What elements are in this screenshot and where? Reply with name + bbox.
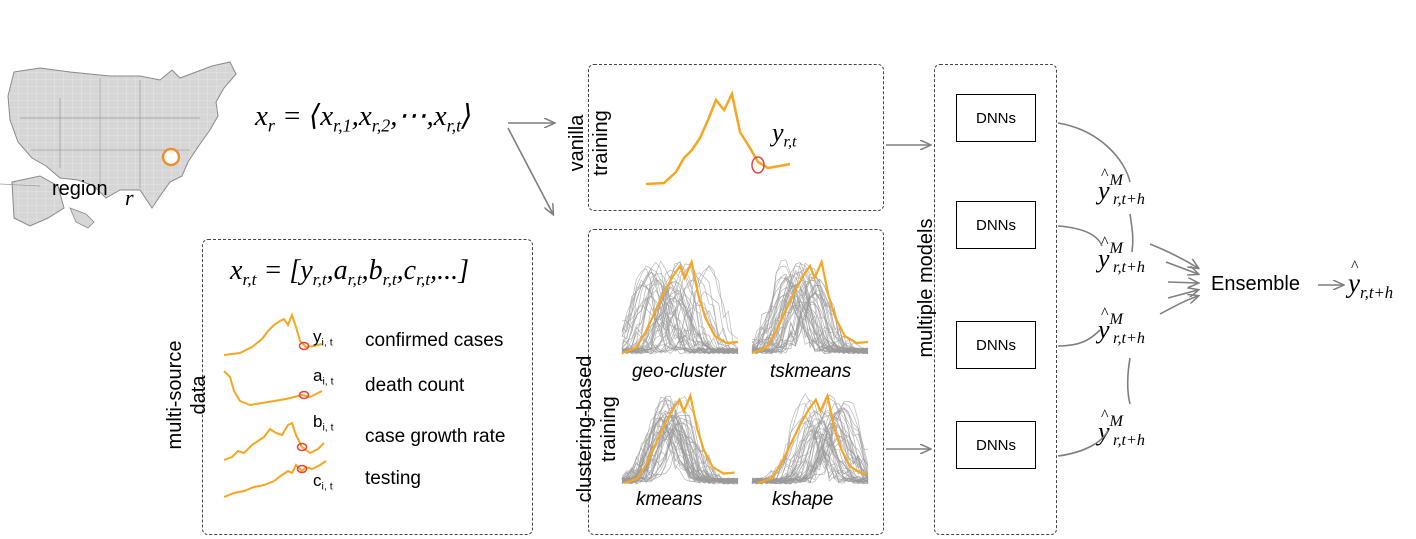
cluster-background-series (751, 273, 868, 353)
region-var: r (125, 185, 134, 210)
method-label-kshape: kshape (772, 489, 834, 510)
cluster-background-series (751, 294, 869, 353)
dnn-label-4: DNNs (976, 436, 1016, 454)
cluster-background-series (621, 396, 739, 484)
cluster-background-series (621, 265, 739, 353)
ensemble-label: Ensemble (1211, 273, 1300, 295)
series-sym-c: ci, t (313, 471, 333, 493)
cluster-background-series (621, 278, 739, 354)
vanilla-training-box (588, 64, 884, 211)
death-count-marker (298, 390, 310, 400)
curve-dnn3 (1057, 329, 1101, 347)
vanilla-series-marker (751, 156, 765, 174)
dnn-box-3: DNNs (956, 321, 1036, 369)
series-label-growth: case growth rate (365, 426, 506, 447)
y-rt-label: yr,t (772, 118, 797, 151)
cluster-background-series (751, 288, 869, 354)
curve-dnn1 (1057, 122, 1131, 183)
cluster-background-series (621, 402, 739, 484)
ensemble-output: yr,t+h (1348, 258, 1393, 303)
dnn-label-3: DNNs (976, 336, 1016, 354)
dnn-box-1: DNNs (956, 94, 1036, 142)
arrow-pred2b-ensemble (1167, 282, 1198, 283)
arrow-to-clustering (507, 127, 553, 214)
cluster-background-series (751, 425, 869, 485)
case-growth-rate-line (223, 421, 325, 461)
multiple-models-box (934, 64, 1057, 535)
dnn-box-2: DNNs (956, 201, 1036, 249)
sequence-formula: xr = ⟨xr,1,xr,2,⋯,xr,t⟩ (255, 100, 473, 136)
multisource-box (202, 239, 533, 535)
cluster-background-series (621, 302, 739, 354)
prediction-4: yMr,t+h (1098, 407, 1145, 450)
curve-pred4-up (1126, 357, 1131, 405)
case-growth-rate-marker (296, 442, 308, 452)
dnn-label-1: DNNs (976, 109, 1016, 127)
series-sym-b: bi, t (313, 412, 334, 434)
cluster-background-series (751, 300, 869, 354)
cluster-background-series (621, 264, 739, 355)
dnn-box-4: DNNs (956, 421, 1036, 469)
prediction-1: yMr,t+h (1098, 166, 1145, 209)
death-count-line (223, 370, 323, 407)
kmeans-thumbnail (621, 392, 739, 485)
series-sym-a: ai, t (313, 366, 334, 388)
cluster-background-series (621, 417, 739, 484)
arrow-pred3b-ensemble (1159, 296, 1198, 315)
region-label: region (52, 178, 108, 201)
method-label-tskmeans: tskmeans (770, 361, 852, 382)
kshape-thumbnail (751, 392, 869, 485)
cluster-background-series (751, 296, 869, 354)
cluster-highlight-series (621, 258, 739, 355)
series-label-death: death count (365, 375, 465, 396)
confirmed-cases-line (223, 312, 323, 356)
tskmeans-thumbnail (751, 258, 869, 355)
cluster-background-series (751, 276, 869, 355)
method-label-geo-cluster: geo-cluster (632, 361, 726, 382)
method-label-kmeans: kmeans (636, 489, 703, 510)
cluster-background-series (621, 416, 739, 485)
cluster-background-series (621, 291, 739, 354)
cluster-background-series (751, 300, 869, 354)
arrow-pred3a-ensemble (1167, 290, 1198, 299)
curve-dnn2 (1057, 225, 1103, 247)
curve-dnn4 (1057, 429, 1109, 457)
testing-line (223, 460, 327, 498)
region-text: region (52, 178, 108, 200)
feature-vector-formula: xr,t = [yr,t,ar,t,br,t,cr,t,...] (230, 255, 469, 290)
cluster-background-series (621, 414, 739, 484)
cluster-highlight-series (751, 258, 869, 355)
series-sym-y: yi, t (313, 327, 333, 349)
confirmed-cases-marker (298, 341, 310, 351)
us-map (0, 61, 237, 229)
cluster-highlight-series (623, 392, 735, 485)
prediction-3: yMr,t+h (1098, 305, 1145, 348)
cluster-background-series (621, 417, 739, 485)
vanilla-series-chart (645, 90, 791, 186)
prediction-2: yMr,t+h (1098, 234, 1145, 277)
geo-cluster-thumbnail (621, 258, 739, 355)
series-label-testing: testing (365, 468, 421, 489)
cluster-background-series (621, 289, 739, 354)
curve-pred1-up (1129, 213, 1134, 253)
series-label-confirmed: confirmed cases (365, 330, 504, 351)
dnn-label-2: DNNs (976, 216, 1016, 234)
cluster-background-series (621, 301, 739, 353)
series-sparklines (223, 312, 327, 498)
cluster-background-series (752, 394, 869, 484)
cluster-highlight-series (757, 392, 869, 485)
cluster-background-series (751, 432, 869, 484)
testing-marker (296, 464, 308, 474)
region-marker (161, 147, 181, 167)
arrow-pred2a-ensemble (1165, 261, 1198, 274)
cluster-background-series (751, 434, 869, 485)
cluster-background-series (751, 261, 869, 353)
clustering-training-box (588, 229, 884, 535)
cluster-background-series (621, 265, 739, 355)
cluster-background-series (621, 282, 739, 353)
